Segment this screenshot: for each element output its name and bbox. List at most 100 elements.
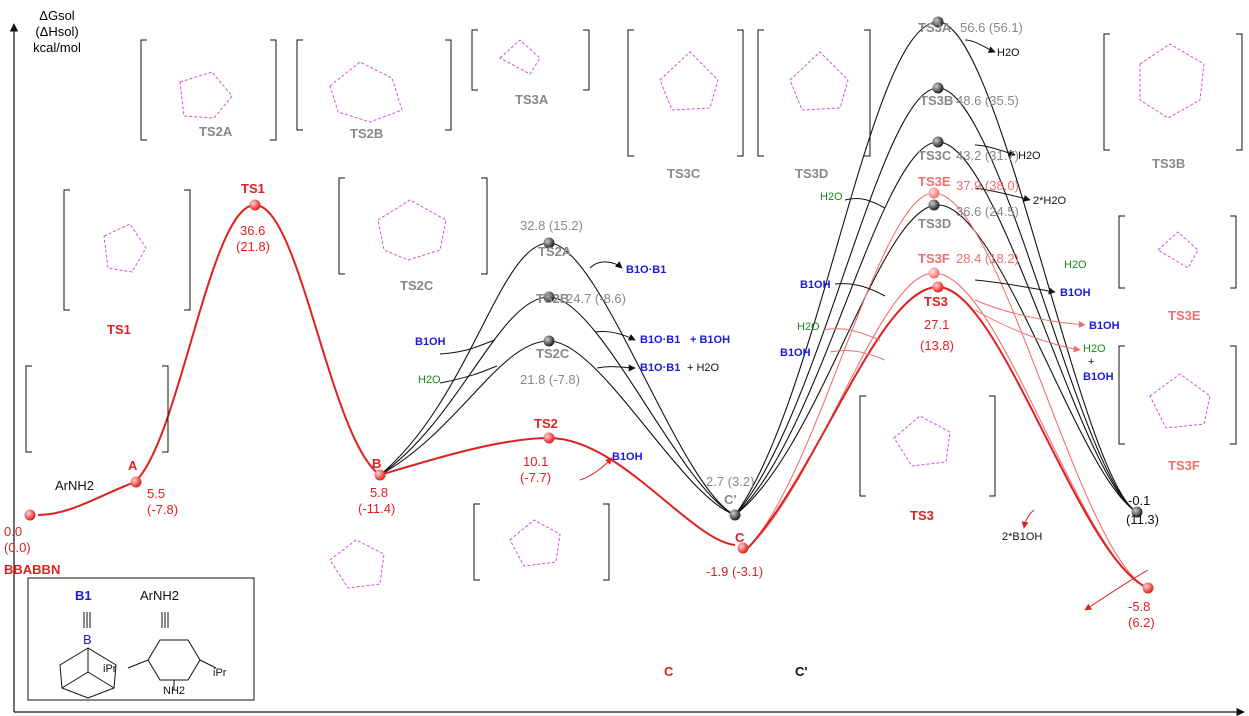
struct-c: C	[664, 664, 674, 679]
ts3c-label: TS3C	[918, 148, 952, 163]
struct-ts3c: TS3C	[667, 166, 701, 181]
h2o-out-d: H2O	[1064, 259, 1087, 271]
ts3-label: TS3	[924, 294, 948, 309]
structure-labels: TS1 TS2A TS2B TS2C TS3A TS3B TS3C TS3D T…	[107, 92, 1201, 679]
b1oh-in-f: B1OH	[780, 347, 811, 359]
reagent-labels: ArNH2 B1OH B1O·B1 B1O·B1 + B1OH B1O·B1 +…	[55, 47, 1120, 543]
two-h2o-out: 2*H2O	[1033, 195, 1066, 207]
legend-ipr-right: iPr	[213, 667, 227, 679]
struct-ts3b: TS3B	[1152, 156, 1185, 171]
ts3e-vals: 37.9 (38.0)	[956, 178, 1019, 193]
b1ob1-c: B1O·B1	[640, 362, 680, 374]
struct-ts3a: TS3A	[515, 92, 549, 107]
ts2-g: 10.1	[523, 454, 548, 469]
ts3c-vals: 43.2 (31.7)	[956, 148, 1019, 163]
ts3b-label: TS3B	[920, 93, 953, 108]
h2o-out-f: H2O	[1083, 343, 1106, 355]
struct-ts2a: TS2A	[199, 124, 233, 139]
ts2b-vals: 24.7 (-8.6)	[566, 291, 626, 306]
ts2c-vals: 21.8 (-7.8)	[520, 372, 580, 387]
ts3-h: (13.8)	[920, 338, 954, 353]
legend-nh2: NH2	[163, 685, 185, 697]
stationary-points	[24, 16, 1154, 594]
ts3a-vals: 56.6 (56.1)	[960, 20, 1023, 35]
h2o-in: H2O	[418, 374, 441, 386]
axis-label-g: ΔGsol	[39, 8, 75, 23]
b-g: 5.8	[370, 485, 388, 500]
axes: ΔGsol (ΔHsol) kcal/mol	[9, 8, 1245, 716]
struct-ts2c: TS2C	[400, 278, 434, 293]
im2-h: (6.2)	[1128, 615, 1155, 630]
ts1-h: (21.8)	[236, 239, 270, 254]
bba-g: 0.0	[4, 524, 22, 539]
ring-sketches	[103, 39, 1211, 589]
struct-ts3d: TS3D	[795, 166, 828, 181]
struct-ts3: TS3	[910, 508, 934, 523]
bba-label: BBABBN	[4, 562, 60, 577]
ts2-label: TS2	[534, 416, 558, 431]
axis-label-h: (ΔHsol)	[35, 24, 78, 39]
h2o-in-c: H2O	[820, 191, 843, 203]
ts3e-label: TS3E	[918, 174, 951, 189]
cp-vals: 2.7 (3.2)	[706, 474, 754, 489]
b1oh-in-d: B1OH	[800, 279, 831, 291]
ts3-g: 27.1	[924, 317, 949, 332]
h2o-in-e: H2O	[797, 321, 820, 333]
arnh2-label: ArNH2	[55, 478, 94, 493]
ts3b-vals: 48.6 (35.5)	[956, 93, 1019, 108]
a-h: (-7.8)	[147, 502, 178, 517]
legend-b1: B1	[75, 588, 92, 603]
ts2b-label: TS2B	[536, 291, 569, 306]
cp-label: C'	[724, 492, 736, 507]
b1ob1-b: B1O·B1	[640, 334, 680, 346]
legend-ipr-left: iPr	[103, 663, 117, 675]
ts1-label: TS1	[241, 181, 265, 196]
plus-h2o-c: + H2O	[687, 362, 720, 374]
struct-ts3e: TS3E	[1168, 308, 1201, 323]
plus-out-f: +	[1088, 356, 1094, 368]
struct-ts1: TS1	[107, 322, 131, 337]
b1oh-out-f: B1OH	[1083, 371, 1114, 383]
ts2-h: (-7.7)	[520, 470, 551, 485]
a-label: A	[128, 458, 138, 473]
ts1-g: 36.6	[240, 223, 265, 238]
ts3f-label: TS3F	[918, 251, 950, 266]
struct-ts2b: TS2B	[350, 126, 383, 141]
c-label: C	[735, 530, 745, 545]
c-vals: -1.9 (-3.1)	[706, 564, 763, 579]
ts2a-label: TS2A	[538, 244, 572, 259]
b1oh-ts2: B1OH	[612, 451, 643, 463]
axis-label-unit: kcal/mol	[33, 40, 81, 55]
plus-b1oh-b: + B1OH	[690, 334, 730, 346]
legend-b-atom: B	[83, 632, 92, 647]
ts2c-label: TS2C	[536, 346, 570, 361]
ts3d-vals: 36.6 (24.5)	[956, 204, 1019, 219]
structure-brackets	[25, 29, 1243, 581]
red-arrows	[579, 457, 1149, 611]
b1ob1-a: B1O·B1	[626, 264, 666, 276]
legend-box: B1 ArNH2 B iPr iPr NH2	[27, 577, 255, 701]
legend-arnh2: ArNH2	[140, 588, 179, 603]
pink-arrows	[822, 299, 1086, 361]
product-arrows	[439, 39, 1056, 384]
im2-g: -5.8	[1128, 599, 1150, 614]
h2o-out-c: H2O	[1018, 150, 1041, 162]
b-label: B	[372, 456, 381, 471]
b1oh-out-d: B1OH	[1060, 287, 1091, 299]
bba-h: (0.0)	[4, 540, 31, 555]
ts2a-vals: 32.8 (15.2)	[520, 218, 583, 233]
two-b1oh-out: 2*B1OH	[1002, 531, 1042, 543]
b-h: (-11.4)	[358, 501, 395, 516]
im1-g: -0.1	[1128, 493, 1150, 508]
ts3f-vals: 28.4 (18.2)	[956, 251, 1019, 266]
a-g: 5.5	[147, 486, 165, 501]
struct-ts3f: TS3F	[1168, 458, 1200, 473]
energy-labels: 0.0 (0.0) BBABBN A 5.5 (-7.8) TS1 36.6 (…	[4, 20, 1159, 630]
ts3d-label: TS3D	[918, 216, 951, 231]
im1-h: (11.3)	[1126, 512, 1159, 527]
struct-cp: C'	[795, 664, 807, 679]
b1oh-out-e: B1OH	[1089, 320, 1120, 332]
b1oh-in: B1OH	[415, 336, 446, 348]
